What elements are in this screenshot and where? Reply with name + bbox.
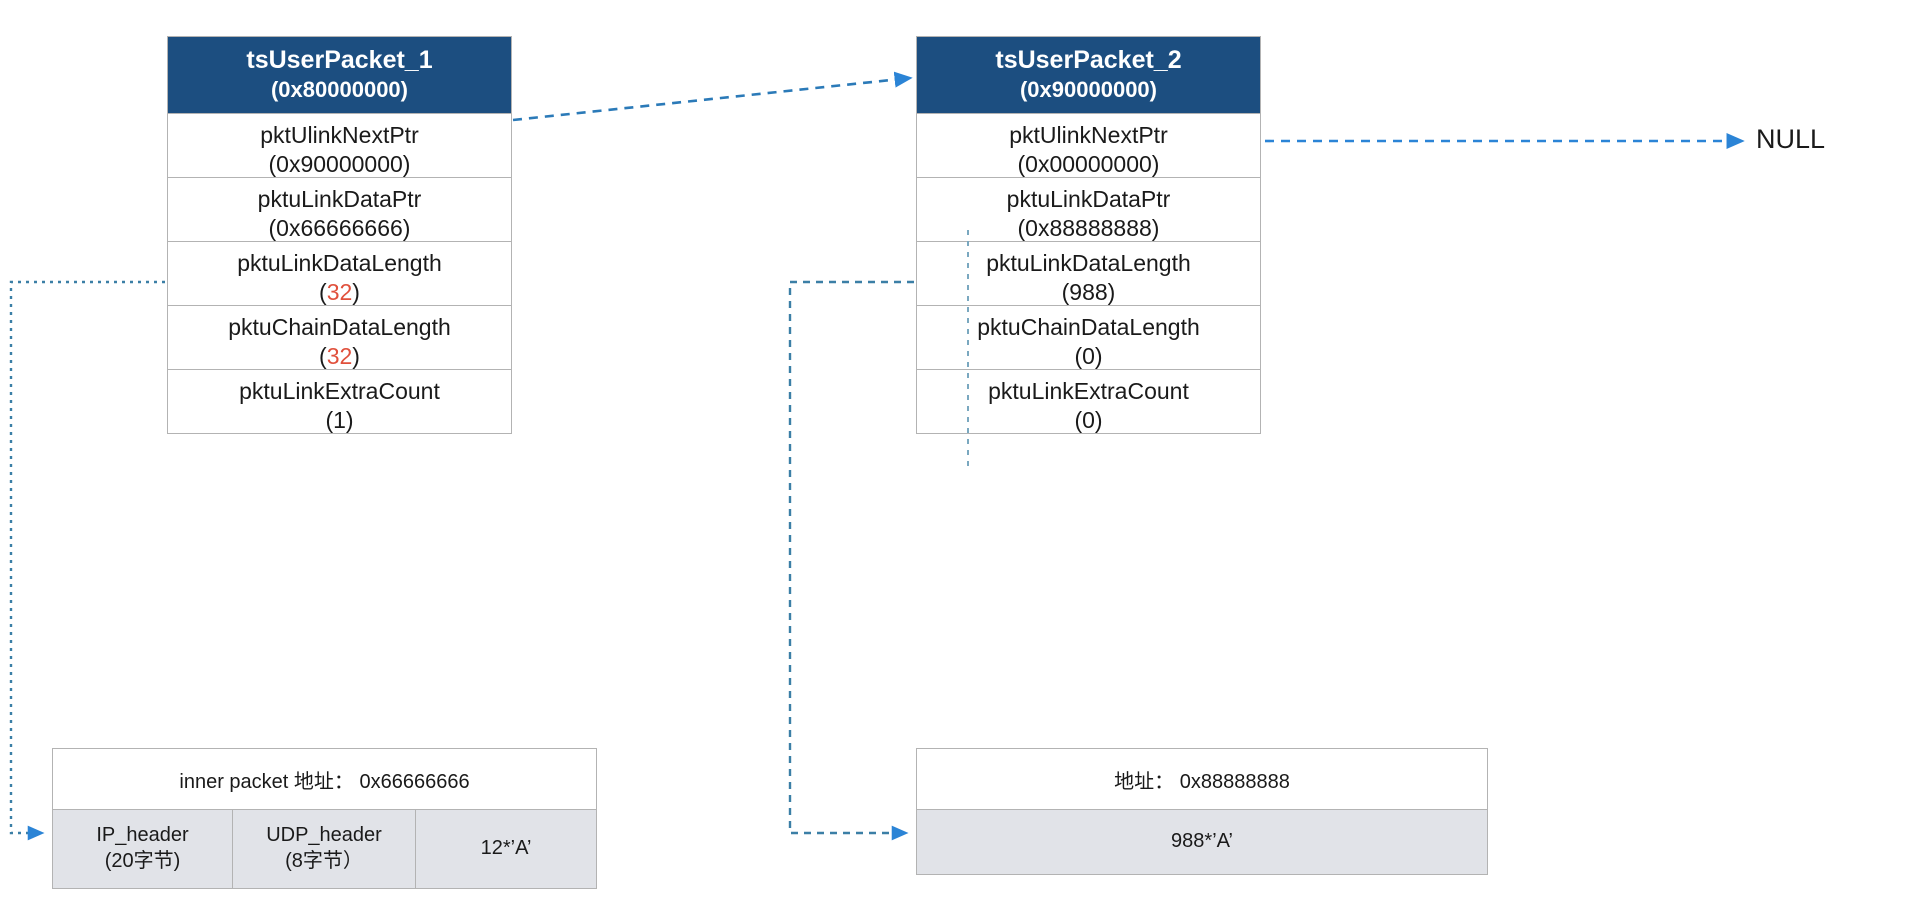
- cell-line-1: 12*’A’: [480, 837, 532, 859]
- struct-title: tsUserPacket_1: [246, 46, 433, 74]
- field-value: (32): [319, 279, 360, 306]
- field-row-pktulinkextracount: pktuLinkExtraCount (1): [168, 369, 511, 434]
- field-value: (988): [1061, 279, 1116, 306]
- field-value: (0x00000000): [1017, 151, 1160, 178]
- buffer-cell-payload: 988*’A’: [917, 810, 1487, 874]
- field-name: pktuLinkDataLength: [237, 250, 442, 277]
- field-name: pktuLinkDataPtr: [1006, 186, 1171, 213]
- field-name: pktUlinkNextPtr: [260, 122, 419, 149]
- buffer-cell-udp-header: UDP_header (8字节）: [233, 810, 416, 888]
- connector-data-ptr-2-to-buffer: [788, 280, 914, 841]
- buffer-box-inner-packet: inner packet 地址： 0x66666666 IP_header (2…: [52, 748, 597, 889]
- field-value-highlight: 32: [326, 279, 353, 306]
- field-value: (0): [1074, 407, 1103, 434]
- buffer-box-data: 地址： 0x88888888 988*’A’: [916, 748, 1488, 875]
- struct-address: (0x80000000): [270, 77, 408, 102]
- connector-next-ptr-1-to-2: [512, 71, 913, 122]
- cell-line-1: IP_header: [96, 824, 189, 846]
- field-name: pktuChainDataLength: [977, 314, 1200, 341]
- cell-line-2: (20字节): [104, 850, 181, 872]
- cell-line-1: 988*’A’: [1171, 830, 1233, 852]
- cell-line-2: (8字节）: [285, 850, 363, 872]
- struct-address: (0x90000000): [1019, 77, 1157, 102]
- field-row-pktuchaindatalength: pktuChainDataLength (0): [917, 305, 1260, 370]
- buffer-cell-row: 988*’A’: [917, 809, 1487, 874]
- field-value: (32): [319, 343, 360, 370]
- struct-header-tsuserpacket-1: tsUserPacket_1 (0x80000000): [168, 37, 511, 114]
- field-row-pktulinkdatalength: pktuLinkDataLength (32): [168, 241, 511, 306]
- field-value: (0): [1074, 343, 1103, 370]
- field-row-pktulinknextptr: pktUlinkNextPtr (0x90000000): [168, 113, 511, 178]
- buffer-cell-row: IP_header (20字节) UDP_header (8字节） 12*’A’: [53, 809, 596, 888]
- buffer-address-label: 地址： 0x88888888: [917, 749, 1487, 809]
- buffer-cell-ip-header: IP_header (20字节): [53, 810, 233, 888]
- field-row-pktulinkdataptr: pktuLinkDataPtr (0x88888888): [917, 177, 1260, 242]
- field-value: (0x90000000): [268, 151, 411, 178]
- field-row-pktulinkextracount: pktuLinkExtraCount (0): [917, 369, 1260, 434]
- buffer-address-label: inner packet 地址： 0x66666666: [53, 749, 596, 809]
- field-name: pktuLinkDataPtr: [257, 186, 422, 213]
- cell-line-1: UDP_header: [266, 824, 382, 846]
- field-name: pktUlinkNextPtr: [1009, 122, 1168, 149]
- field-value-highlight: 32: [326, 343, 353, 370]
- struct-table-tsuserpacket-1: tsUserPacket_1 (0x80000000) pktUlinkNext…: [167, 36, 512, 435]
- field-row-pktulinknextptr: pktUlinkNextPtr (0x00000000): [917, 113, 1260, 178]
- field-value: (1): [325, 407, 354, 434]
- field-row-pktuchaindatalength: pktuChainDataLength (32): [168, 305, 511, 370]
- struct-header-tsuserpacket-2: tsUserPacket_2 (0x90000000): [917, 37, 1260, 114]
- struct-title: tsUserPacket_2: [995, 46, 1182, 74]
- field-name: pktuLinkExtraCount: [239, 378, 440, 405]
- field-value: (0x88888888): [1017, 215, 1160, 242]
- field-name: pktuLinkExtraCount: [988, 378, 1189, 405]
- null-label: NULL: [1756, 124, 1826, 154]
- field-row-pktulinkdatalength: pktuLinkDataLength (988): [917, 241, 1260, 306]
- field-row-pktulinkdataptr: pktuLinkDataPtr (0x66666666): [168, 177, 511, 242]
- field-value: (0x66666666): [268, 215, 411, 242]
- struct-table-tsuserpacket-2: tsUserPacket_2 (0x90000000) pktUlinkNext…: [916, 36, 1261, 435]
- field-name: pktuChainDataLength: [228, 314, 451, 341]
- field-name: pktuLinkDataLength: [986, 250, 1191, 277]
- buffer-cell-payload: 12*’A’: [416, 810, 596, 888]
